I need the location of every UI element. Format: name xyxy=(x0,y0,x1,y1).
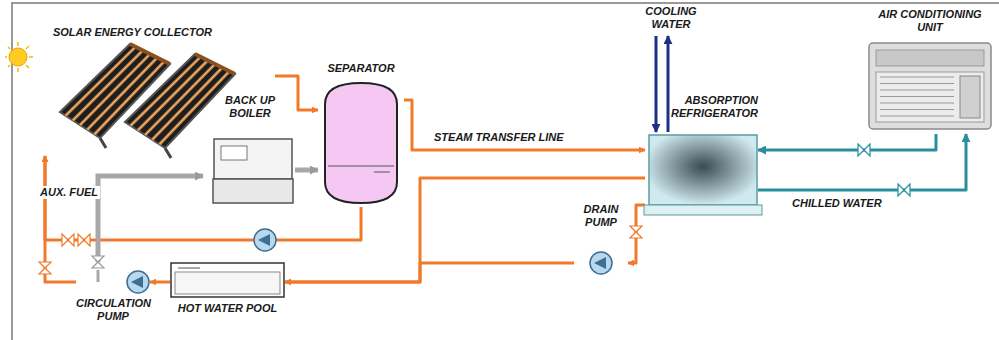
fittings xyxy=(5,3,999,340)
node-label: BACK UP BOILER xyxy=(215,94,285,120)
valve-symbols xyxy=(39,144,910,274)
pipe-connector xyxy=(295,168,318,173)
cooling-in xyxy=(655,36,658,132)
circulation-pump-shape xyxy=(126,270,150,294)
backup-boiler: BACK UP BOILER xyxy=(205,94,295,210)
pipe-connector xyxy=(275,76,318,110)
air-conditioning-unit-shape xyxy=(868,42,992,132)
cooling-out xyxy=(667,36,670,132)
node-label: SOLAR ENERGY COLLECTOR xyxy=(30,26,275,39)
drain-pump-shape xyxy=(589,251,613,275)
circulation-pump: CIRCULATION PUMP xyxy=(76,266,150,328)
pipe-connector xyxy=(628,205,645,263)
cooling-water-label: COOLING WATER xyxy=(636,5,706,31)
node-label: HOT WATER POOL xyxy=(170,262,285,315)
air-conditioning-unit: AIR CONDITIONING UNIT xyxy=(866,8,994,134)
fuel-line xyxy=(98,176,203,262)
node-label: ABSORPTION REFRIGERATOR xyxy=(670,94,758,120)
node-label: SEPARATOR xyxy=(318,62,404,75)
pipe-label: STEAM TRANSFER LINE xyxy=(432,131,566,144)
pipe-connector xyxy=(285,263,574,282)
node-label: AIR CONDITIONING UNIT xyxy=(866,8,994,34)
fuel-label: AUX. FUEL xyxy=(38,186,100,199)
hot-water-pool: HOT WATER POOL xyxy=(170,262,285,316)
hot-water-pool-shape xyxy=(170,262,285,298)
drain-pump: DRAIN PUMP xyxy=(574,203,628,277)
node-label: DRAIN PUMP xyxy=(574,203,628,229)
pipe-label: CHILLED WATER xyxy=(790,197,884,210)
pipe-connector xyxy=(758,134,966,190)
absorption-refrigerator-shape xyxy=(648,134,758,216)
pump-symbol xyxy=(254,229,276,251)
backup-boiler-shape xyxy=(213,138,293,204)
separator-vessel: SEPARATOR xyxy=(318,62,404,207)
solar-collector: SOLAR ENERGY COLLECTOR xyxy=(30,26,275,156)
pipe-connector xyxy=(758,134,936,150)
separator-vessel-shape xyxy=(324,82,398,204)
pipe-connector xyxy=(404,100,645,150)
node-label: CIRCULATION PUMP xyxy=(76,266,150,323)
sun-icon xyxy=(5,42,33,72)
pipe-connector xyxy=(150,281,170,284)
absorption-refrigerator: ABSORPTION REFRIGERATOR xyxy=(645,94,758,218)
